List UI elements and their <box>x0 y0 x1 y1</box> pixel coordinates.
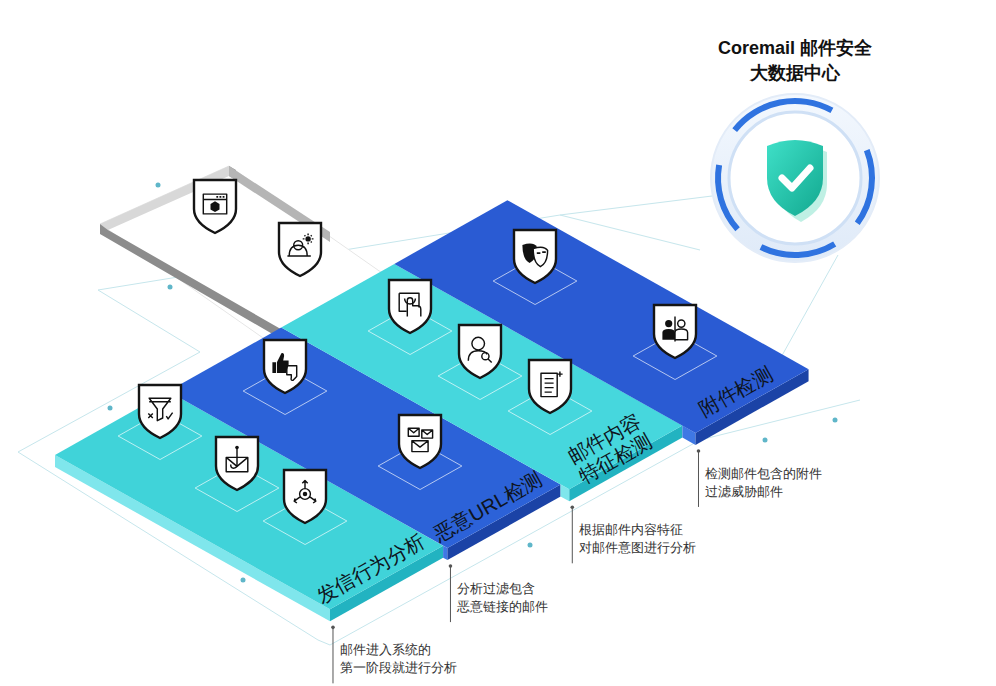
callout-note: 邮件进入系统的 第一阶段就进行分析 <box>340 641 460 677</box>
icon-glyph <box>287 234 313 257</box>
sparkle <box>557 371 562 376</box>
mask-right <box>533 247 547 266</box>
leader-line <box>698 451 699 507</box>
sun-rays <box>303 234 314 245</box>
hand-click <box>399 293 421 316</box>
shield <box>194 180 236 233</box>
guide-dot <box>763 438 768 443</box>
leader-line <box>332 627 333 683</box>
guide-dot <box>833 418 838 423</box>
window-dots <box>216 196 224 198</box>
shield <box>529 360 571 413</box>
person-dark <box>662 320 675 340</box>
icon-glyph <box>226 446 248 472</box>
emblem-title: Coremail 邮件安全 大数据中心 <box>705 36 885 86</box>
sun-core <box>305 236 310 241</box>
document <box>541 373 557 396</box>
icon-glyph <box>662 316 687 341</box>
shield-icon <box>459 325 501 378</box>
leader-dot <box>331 626 335 630</box>
funnel-marks <box>148 413 172 419</box>
leader-dot <box>570 506 574 510</box>
mask-eyes <box>537 251 546 254</box>
shield-icon <box>514 230 556 283</box>
shield <box>459 325 501 378</box>
icon-glyph <box>468 337 491 362</box>
fish-hook <box>231 448 237 469</box>
callout-note: 检测邮件包含的附件 过滤威胁邮件 <box>705 465 825 501</box>
shield <box>139 385 181 438</box>
network-core <box>303 492 308 497</box>
callout-note: 分析过滤包含 恶意链接的邮件 <box>457 580 577 616</box>
security-shield <box>767 140 823 216</box>
icon-glyph <box>541 371 563 396</box>
person-light <box>675 316 688 341</box>
shield <box>279 223 321 276</box>
shield-icon <box>399 415 441 468</box>
icon-glyph <box>399 293 421 316</box>
guide-dot <box>241 578 246 583</box>
leader-dot <box>449 564 453 568</box>
person-sun <box>287 241 310 256</box>
band-step-face <box>443 546 447 560</box>
guide-line <box>98 290 200 352</box>
click-ring <box>405 299 416 304</box>
icon-glyph <box>203 194 226 214</box>
shield-icon <box>284 470 326 523</box>
shield-icon <box>279 223 321 276</box>
shield <box>399 415 441 468</box>
guide-dot <box>108 406 113 411</box>
icon-glyph <box>148 398 172 421</box>
inner-ring <box>729 112 861 244</box>
data-center-emblem <box>711 94 879 262</box>
heading: Coremail 邮件安全 大数据中心 <box>705 36 885 86</box>
thumb-down <box>287 366 297 381</box>
callout-note: 根据邮件内容特征 对邮件意图进行分析 <box>579 521 699 557</box>
shield <box>389 280 431 333</box>
window-cube <box>211 201 220 212</box>
shield <box>284 470 326 523</box>
shield-icon <box>216 437 258 490</box>
shield <box>264 340 306 393</box>
shield-icon <box>529 360 571 413</box>
shield-icon <box>194 180 236 233</box>
network-ring <box>294 481 316 504</box>
guide-dot <box>156 183 161 188</box>
mail-stack <box>408 428 432 451</box>
magnifier <box>482 353 492 363</box>
guide-dot <box>168 285 173 290</box>
shield <box>216 437 258 490</box>
shield <box>514 230 556 283</box>
shield-icon <box>389 280 431 333</box>
window-frame <box>203 194 226 214</box>
leader-line <box>450 566 451 622</box>
shield-icon <box>654 305 696 358</box>
icon-glyph <box>408 428 432 451</box>
leader-dot <box>697 449 701 453</box>
frame-bar-left <box>100 224 300 350</box>
person-head <box>468 337 487 360</box>
shield-check <box>782 168 810 188</box>
hook-top <box>235 446 239 450</box>
icon-layer <box>118 180 717 545</box>
platform-bands <box>55 200 809 621</box>
icon-glyph <box>522 244 547 267</box>
guide-line <box>560 196 712 215</box>
shield-icon <box>264 340 306 393</box>
outer-ring <box>711 94 879 262</box>
icon-glyph <box>272 353 296 380</box>
guide-dot <box>528 543 533 548</box>
shield-icon <box>139 385 181 438</box>
icon-glyph <box>294 481 316 504</box>
guide-lines <box>18 183 860 646</box>
leader-line <box>572 507 573 563</box>
shield <box>654 305 696 358</box>
